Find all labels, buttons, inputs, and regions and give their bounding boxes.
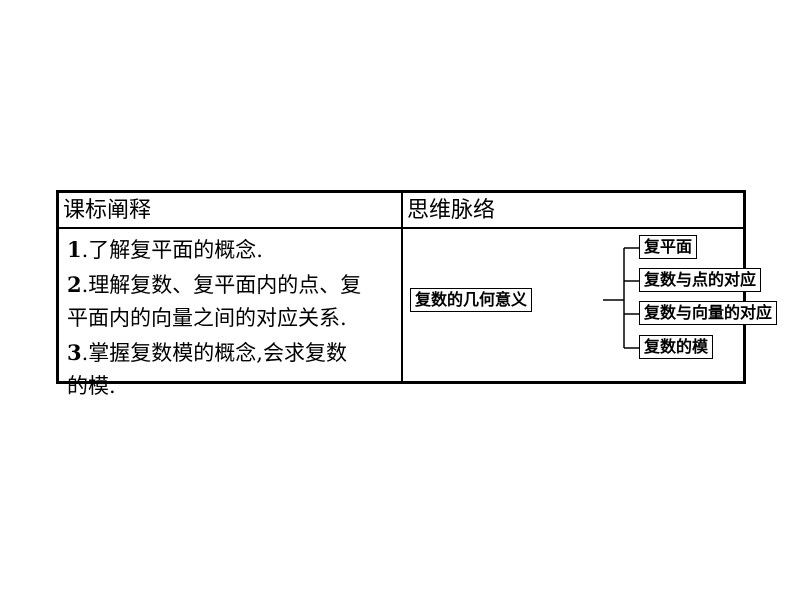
mindmap-child-node: 复数与点的对应 bbox=[639, 268, 762, 292]
objective-line: 平面内的向量之间的对应关系. bbox=[67, 306, 347, 330]
column-divider bbox=[401, 193, 403, 381]
mindmap-child-node: 复平面 bbox=[639, 235, 698, 259]
mind-map-connectors bbox=[603, 247, 639, 349]
mindmap-child-node: 复数的模 bbox=[639, 335, 714, 359]
mindmap-root-node: 复数的几何意义 bbox=[410, 288, 533, 312]
mind-map: 复数的几何意义 复平面 复数与点的对应 复数与向量的对应 复数的模 bbox=[403, 229, 778, 381]
objective-line: 2.理解复数、复平面内的点、复 bbox=[67, 271, 362, 297]
lesson-table: 课标阐释 思维脉络 1.了解复平面的概念. 2.理解复数、复平面内的点、复 平面… bbox=[56, 190, 778, 398]
header-thinking-outline: 思维脉络 bbox=[407, 198, 496, 223]
objectives-cell: 1.了解复平面的概念. 2.理解复数、复平面内的点、复 平面内的向量之间的对应关… bbox=[67, 233, 393, 404]
header-curriculum-explanation: 课标阐释 bbox=[63, 198, 152, 223]
objective-line: 1.了解复平面的概念. bbox=[67, 237, 263, 262]
objective-line: 3.掌握复数模的概念,会求复数 bbox=[67, 339, 347, 365]
mindmap-child-node: 复数与向量的对应 bbox=[639, 301, 778, 325]
objective-line: 的模. bbox=[67, 374, 116, 398]
table-header-row: 课标阐释 思维脉络 bbox=[59, 193, 743, 229]
